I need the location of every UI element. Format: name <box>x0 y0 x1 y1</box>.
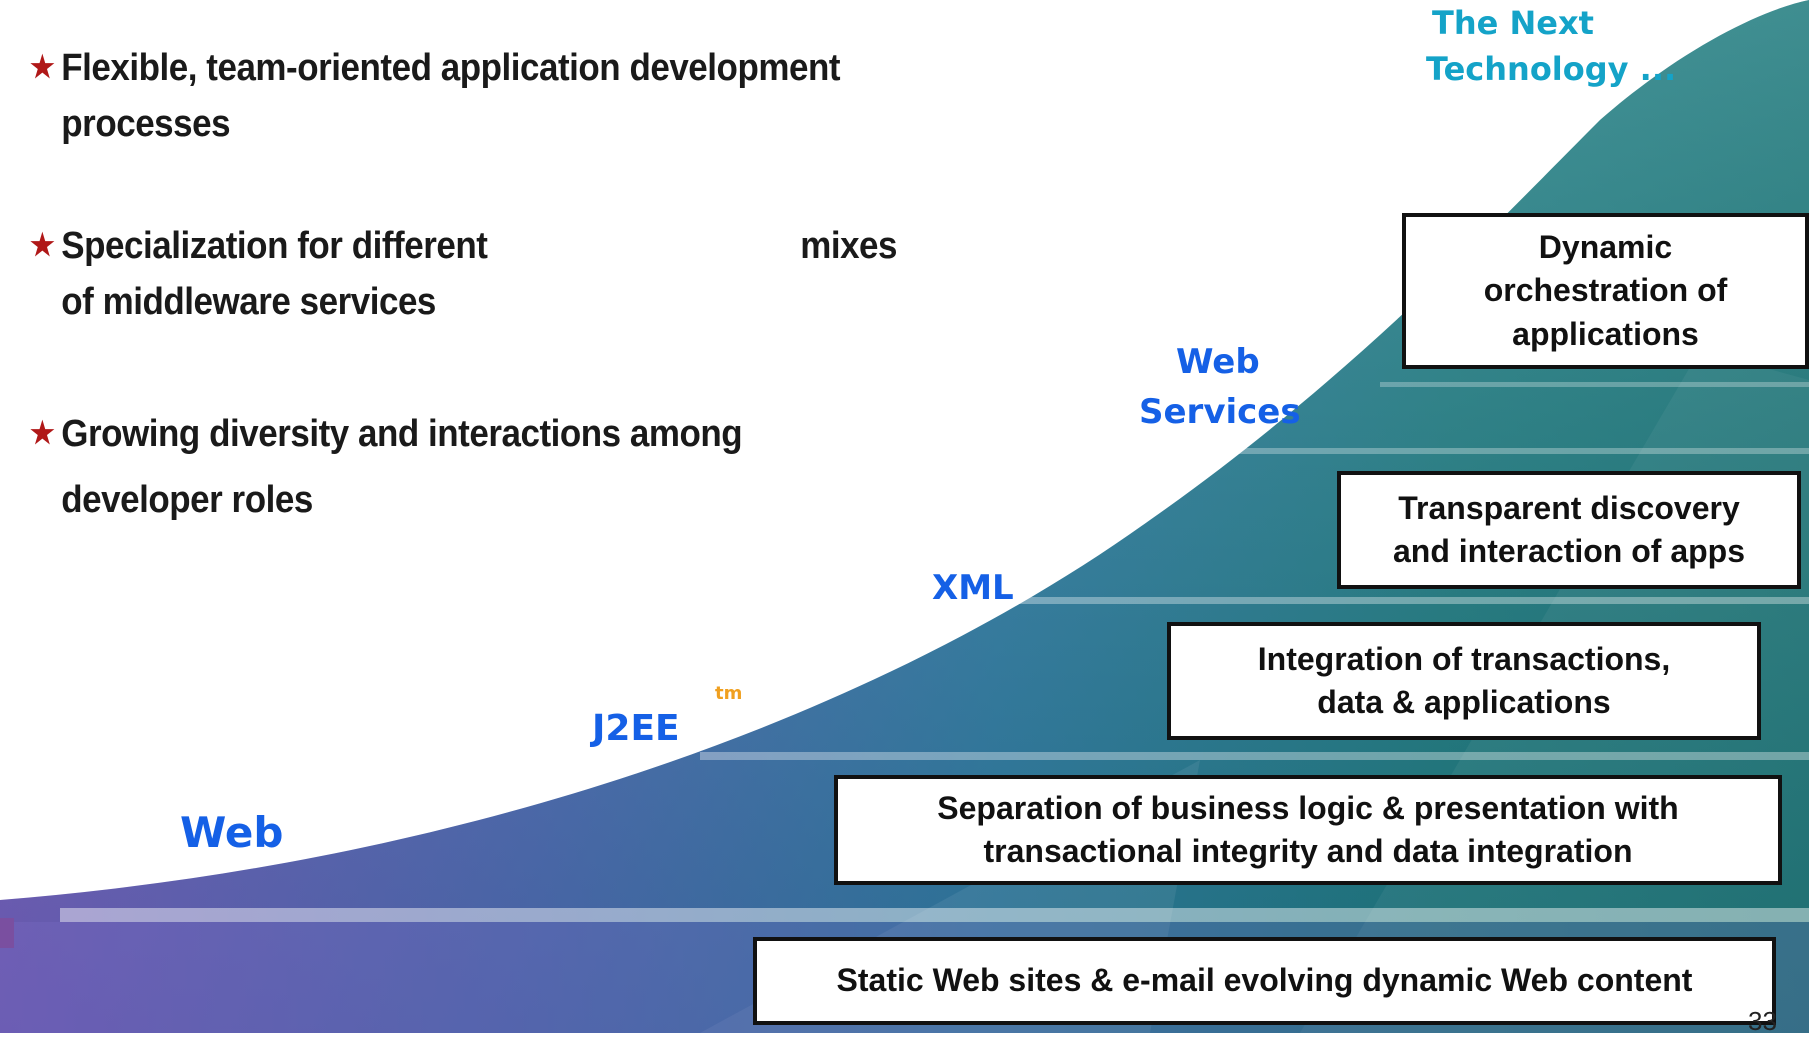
page-number: 33 <box>1748 1006 1777 1036</box>
label-tm: tm <box>715 683 743 704</box>
box-text: orchestration of <box>1483 272 1728 309</box>
box-text: Dynamic <box>1538 229 1673 266</box>
box-text: Static Web sites & e-mail evolving dynam… <box>836 962 1693 999</box>
star-icon: ★ <box>30 229 55 262</box>
bullet-text-a: Specialization for different <box>61 225 488 267</box>
bullet-line: Flexible, team-oriented application deve… <box>61 47 841 89</box>
bullet-line: Growing diversity and interactions among <box>61 413 743 455</box>
box-dynamic: Dynamic orchestration of applications <box>1402 213 1809 369</box>
label-web-services-2: Services <box>1139 392 1301 432</box>
box-text: Separation of business logic & presentat… <box>937 789 1679 826</box>
bullet-diversity: ★ Growing diversity and interactions amo… <box>30 406 743 528</box>
box-text: applications <box>1512 315 1699 352</box>
box-transparent: Transparent discovery and interaction of… <box>1337 471 1801 589</box>
label-web-services-1: Web <box>1176 342 1260 382</box>
label-web: Web <box>180 808 284 857</box>
bullet-line: Specialization for different mixes <box>30 218 897 274</box>
bullet-flexible: ★ Flexible, team-oriented application de… <box>30 40 840 152</box>
box-text: and interaction of apps <box>1392 533 1746 569</box>
bullet-specialization: ★ Specialization for different mixes of m… <box>30 218 897 330</box>
box-separation: Separation of business logic & presentat… <box>834 775 1782 885</box>
box-text: Transparent discovery <box>1398 489 1740 526</box>
bullet-text-b: mixes <box>800 225 898 267</box>
box-text: data & applications <box>1317 684 1611 720</box>
box-text: transactional integrity and data integra… <box>983 833 1633 869</box>
star-icon: ★ <box>30 51 55 84</box>
bullet-line: processes <box>61 103 231 145</box>
box-integration: Integration of transactions, data & appl… <box>1167 622 1761 740</box>
label-next-1: The Next <box>1432 4 1594 42</box>
box-text: Integration of transactions, <box>1257 640 1671 677</box>
label-xml: XML <box>932 568 1014 608</box>
bullet-line: of middleware services <box>61 281 436 323</box>
box-static: Static Web sites & e-mail evolving dynam… <box>753 937 1776 1025</box>
star-icon: ★ <box>30 417 55 450</box>
label-j2ee: J2EE <box>592 708 680 749</box>
bullet-line: developer roles <box>61 479 313 521</box>
label-next-2: Technology ... <box>1426 50 1677 88</box>
